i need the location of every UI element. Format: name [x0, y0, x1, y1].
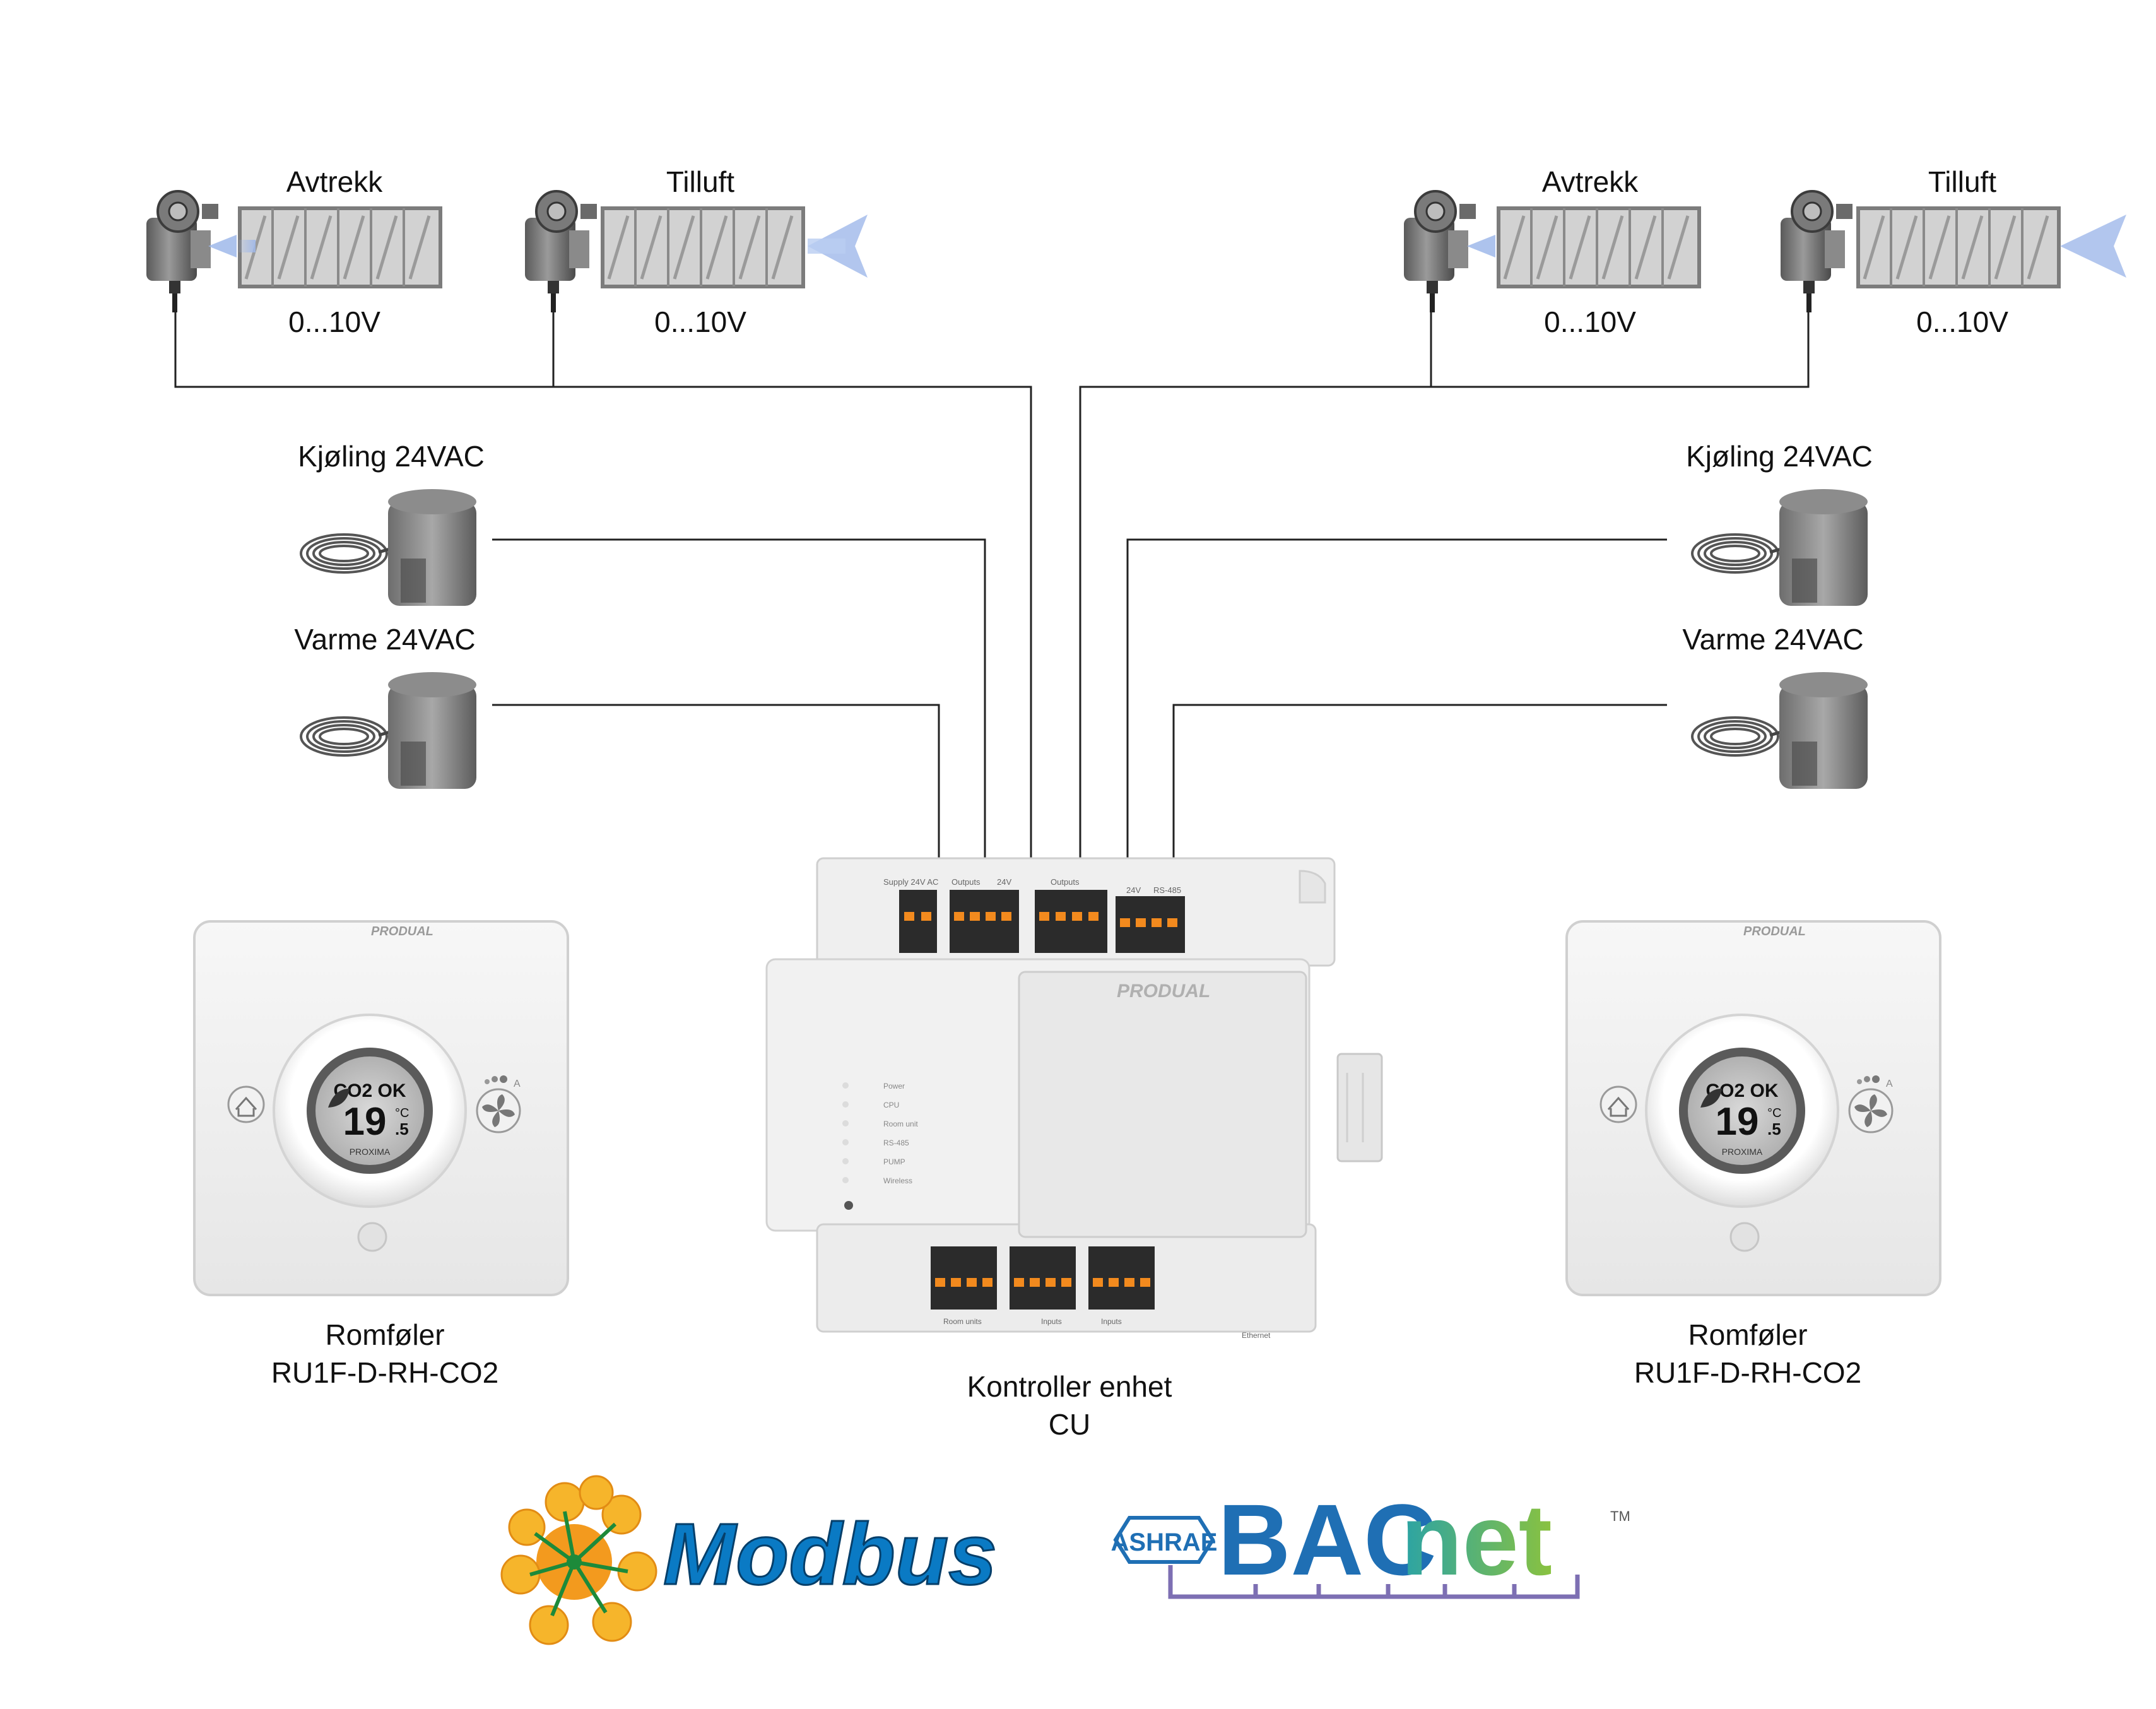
status-leds: Power CPU Room unit RS-485 PUMP Wireless: [842, 1082, 918, 1210]
left-cooling-label: Kjøling 24VAC: [298, 440, 485, 473]
modbus-wordmark: Modbus: [663, 1506, 997, 1603]
terminal-label-supply: Supply 24V AC: [883, 877, 938, 887]
damper-actuator-icon: [1781, 190, 1853, 312]
top-left-exhaust-signal: 0...10V: [288, 305, 380, 338]
led-label-rs485: RS-485: [883, 1138, 909, 1147]
terminal-label-outputs: Outputs: [951, 877, 981, 887]
heating-valve-actuator-icon: [1691, 672, 1868, 789]
top-left-exhaust-label: Avtrekk: [286, 165, 383, 198]
bacnet-bus-line: [1168, 1565, 1580, 1599]
fan-icon: A: [476, 1075, 521, 1133]
wire-right-dampers: [1079, 307, 1810, 858]
left-sensor-name: Romføler: [325, 1318, 445, 1351]
occupancy-sensor: [357, 1222, 387, 1252]
supply-airflow-arrow: [808, 215, 868, 278]
display-brand: PROXIMA: [350, 1147, 391, 1157]
led-label-power: Power: [883, 1082, 905, 1091]
right-heating-label: Varme 24VAC: [1682, 623, 1864, 656]
cooling-valve-actuator-icon: [300, 489, 476, 606]
top-right-exhaust-signal: 0...10V: [1544, 305, 1636, 338]
occupancy-sensor: [1729, 1222, 1760, 1252]
bottom-terminal-blocks: [931, 1246, 1155, 1310]
damper-actuator-icon: [146, 190, 218, 312]
damper-actuator-icon: [1404, 190, 1476, 312]
top-right-exhaust-label: Avtrekk: [1541, 165, 1639, 198]
room-unit-brand: PRODUAL: [1743, 925, 1806, 938]
led-label-cpu: CPU: [883, 1101, 899, 1109]
wire-right-heating: [1172, 704, 1667, 858]
terminal-label-24v: 24V: [1126, 885, 1141, 895]
display-unit: °C: [1767, 1106, 1781, 1120]
controller-caption: Kontroller enhet CU: [928, 1368, 1211, 1443]
home-icon: [1599, 1085, 1637, 1123]
leaf-icon: [1700, 1089, 1722, 1108]
controller-brand: PRODUAL: [1117, 981, 1210, 1002]
display-temperature-decimal: .5: [395, 1120, 409, 1138]
controller-unit: PRODUAL Supply 24V AC Outputs 24V Output…: [765, 857, 1383, 1340]
modbus-logo: Modbus: [500, 1475, 998, 1645]
damper-actuator-icon: [525, 190, 597, 312]
ashrae-text: ASHRAE: [1111, 1529, 1218, 1556]
room-sensor-left: PRODUAL CO2 OK 19 .5 °C PROXIMA A: [193, 920, 569, 1296]
wire-left-cooling: [492, 538, 986, 858]
terminal-label-24v: 24V: [997, 877, 1011, 887]
bacnet-logo: ASHRAE BAC net TM: [1111, 1483, 1630, 1599]
display-temperature-decimal: .5: [1767, 1120, 1781, 1138]
top-right-supply-label: Tilluft: [1928, 165, 1997, 198]
top-right-supply-signal: 0...10V: [1916, 305, 2008, 338]
bacnet-wordmark-bac: BAC: [1218, 1483, 1437, 1596]
heating-valve-actuator-icon: [300, 672, 476, 789]
display-temperature: 19: [343, 1100, 387, 1144]
left-sensor-caption: Romføler RU1F-D-RH-CO2: [259, 1316, 511, 1392]
display-unit: °C: [395, 1106, 409, 1120]
fan-icon: A: [1848, 1075, 1894, 1133]
left-sensor-model: RU1F-D-RH-CO2: [271, 1356, 499, 1389]
room-sensor-right: PRODUAL CO2 OK 19 .5 °C PROXIMA A: [1565, 920, 1941, 1296]
damper-icon: [238, 206, 442, 288]
right-sensor-name: Romføler: [1688, 1318, 1808, 1351]
damper-icon: [1497, 206, 1701, 288]
exhaust-airflow-arrow: [1467, 235, 1495, 257]
damper-icon: [601, 206, 805, 288]
right-sensor-model: RU1F-D-RH-CO2: [1634, 1356, 1862, 1389]
terminal-label-inputs: Inputs: [1041, 1317, 1062, 1326]
controller-code: CU: [1048, 1408, 1091, 1441]
top-terminal-blocks: [899, 890, 1185, 953]
bacnet-wordmark-net: net: [1401, 1483, 1552, 1596]
terminal-label-inputs: Inputs: [1101, 1317, 1122, 1326]
home-icon: [227, 1085, 265, 1123]
fan-mode-label: A: [1886, 1079, 1893, 1089]
terminal-label-room-units: Room units: [943, 1317, 982, 1326]
ashrae-badge: [1113, 1516, 1215, 1564]
wiring: [174, 307, 1810, 858]
top-left-supply-signal: 0...10V: [654, 305, 746, 338]
top-left-supply-label: Tilluft: [666, 165, 735, 198]
room-unit-brand: PRODUAL: [371, 925, 433, 938]
display-temperature: 19: [1716, 1100, 1759, 1144]
controller-name: Kontroller enhet: [967, 1370, 1172, 1403]
damper-icon: [1856, 206, 2061, 288]
led-label-room-unit: Room unit: [883, 1120, 918, 1128]
trademark-symbol: TM: [1610, 1508, 1630, 1524]
terminal-label-rs485: RS-485: [1153, 885, 1181, 895]
leaf-icon: [328, 1089, 350, 1108]
exhaust-airflow-arrow: [208, 235, 256, 257]
left-heating-label: Varme 24VAC: [294, 623, 476, 656]
wire-left-heating: [492, 704, 940, 858]
led-label-pump: PUMP: [883, 1157, 905, 1166]
modbus-network-icon: [500, 1475, 657, 1645]
terminal-label-ethernet: Ethernet: [1242, 1331, 1271, 1340]
supply-airflow-arrow: [2060, 215, 2126, 278]
wire-right-cooling: [1126, 538, 1667, 858]
led-label-wireless: Wireless: [883, 1176, 912, 1185]
cooling-valve-actuator-icon: [1691, 489, 1868, 606]
fan-mode-label: A: [514, 1079, 521, 1089]
display-brand: PROXIMA: [1722, 1147, 1763, 1157]
wire-left-dampers: [174, 307, 1032, 858]
right-cooling-label: Kjøling 24VAC: [1686, 440, 1873, 473]
terminal-label-outputs: Outputs: [1051, 877, 1080, 887]
right-sensor-caption: Romføler RU1F-D-RH-CO2: [1622, 1316, 1874, 1392]
